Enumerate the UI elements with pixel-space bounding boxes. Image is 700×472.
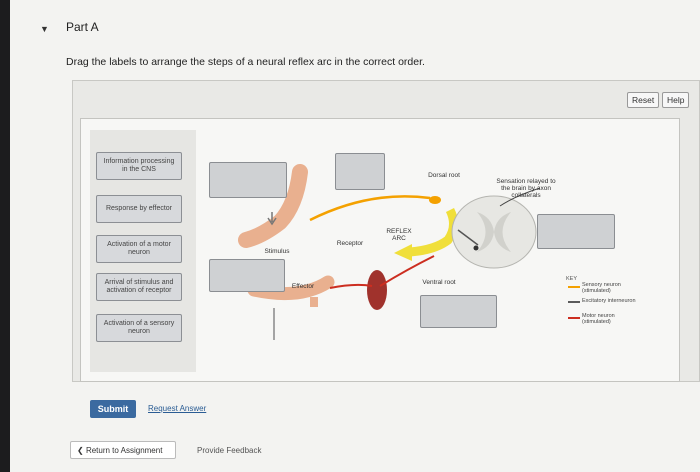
upper-arm-illustration bbox=[238, 164, 308, 248]
drop-target-1[interactable] bbox=[209, 162, 287, 198]
drop-target-5[interactable] bbox=[537, 214, 615, 249]
caret-down-icon[interactable]: ▼ bbox=[40, 24, 49, 34]
drop-target-4[interactable] bbox=[420, 295, 497, 328]
dorsal-root-ganglion bbox=[429, 196, 441, 204]
label-activation-motor-neuron[interactable]: Activation of a motor neuron bbox=[96, 235, 182, 263]
drop-target-2[interactable] bbox=[335, 153, 385, 190]
sensory-neuron-path bbox=[309, 195, 431, 222]
interneuron-cell bbox=[473, 245, 479, 251]
key-item-interneuron: Excitatory interneuron bbox=[582, 298, 636, 304]
ventral-root-label: Ventral root bbox=[422, 279, 456, 286]
motor-neuron-to-effector bbox=[329, 283, 373, 289]
label-response-by-effector[interactable]: Response by effector bbox=[96, 195, 182, 223]
key-swatch-interneuron bbox=[568, 301, 580, 303]
stimulus-arrow-icon bbox=[267, 212, 277, 226]
muscle-effector-illustration bbox=[367, 270, 387, 310]
motor-neuron-path bbox=[379, 255, 435, 287]
label-arrival-of-stimulus[interactable]: Arrival of stimulus and activation of re… bbox=[96, 273, 182, 301]
chevron-left-icon: ❮ bbox=[77, 446, 84, 455]
instructions: Drag the labels to arrange the steps of … bbox=[66, 56, 425, 68]
return-to-assignment-button[interactable]: ❮ Return to Assignment bbox=[70, 441, 176, 459]
reflex-arc-arrow bbox=[409, 207, 458, 257]
reflex-arc-label: REFLEX ARC bbox=[386, 228, 412, 242]
receptor-label: Receptor bbox=[336, 240, 364, 247]
axon-collateral-path bbox=[499, 187, 541, 207]
label-information-processing[interactable]: Information processing in the CNS bbox=[96, 152, 182, 180]
stimulus-label: Stimulus bbox=[264, 248, 290, 255]
sensation-label: Sensation relayed to the brain by axon c… bbox=[496, 178, 556, 199]
submit-button[interactable]: Submit bbox=[90, 400, 136, 418]
return-label: Return to Assignment bbox=[85, 446, 163, 455]
key-title: KEY bbox=[566, 276, 578, 282]
interneuron-path bbox=[457, 229, 479, 246]
dorsal-root-label: Dorsal root bbox=[428, 172, 460, 179]
spinal-gray-matter bbox=[477, 212, 511, 252]
reset-button[interactable]: Reset bbox=[627, 92, 660, 108]
key-swatch-sensory bbox=[568, 286, 580, 288]
label-activation-sensory-neuron[interactable]: Activation of a sensory neuron bbox=[96, 314, 182, 342]
drop-target-3[interactable] bbox=[209, 259, 285, 292]
request-answer-link[interactable]: Request Answer bbox=[148, 404, 207, 413]
key-item-motor: Motor neuron (stimulated) bbox=[582, 313, 615, 325]
screen: ▼ Part A Drag the labels to arrange the … bbox=[10, 0, 700, 472]
provide-feedback-link[interactable]: Provide Feedback bbox=[197, 446, 262, 455]
key-item-sensory: Sensory neuron (stimulated) bbox=[582, 282, 621, 294]
help-button[interactable]: Help bbox=[662, 92, 690, 108]
part-title: Part A bbox=[66, 20, 99, 34]
effector-label: Effector bbox=[291, 283, 315, 290]
reflex-arc-arrowhead-icon bbox=[394, 244, 412, 261]
key-swatch-motor bbox=[568, 317, 580, 319]
